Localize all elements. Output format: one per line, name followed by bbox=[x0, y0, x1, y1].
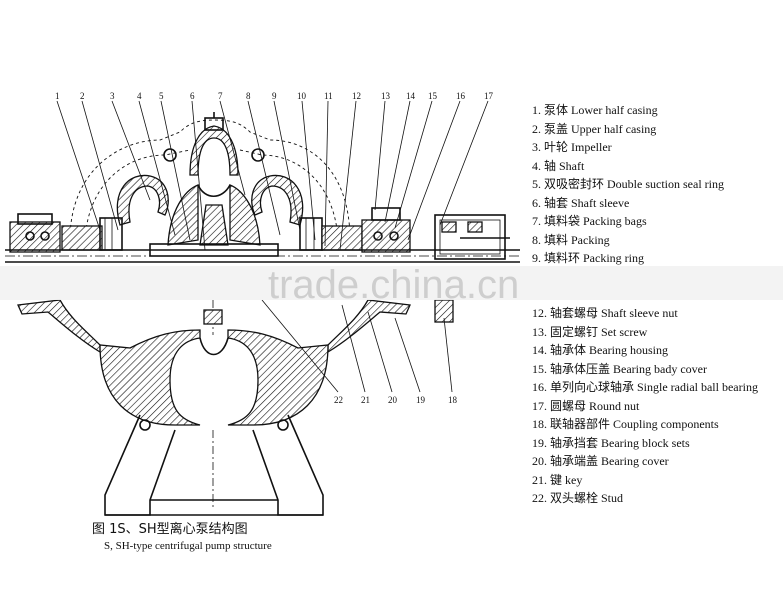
part-number: 8 bbox=[246, 91, 251, 101]
legend-item: 1. 泵体 Lower half casing bbox=[532, 103, 658, 117]
part-number: 10 bbox=[297, 91, 307, 101]
part-number: 17 bbox=[484, 91, 494, 101]
part-number: 5 bbox=[159, 91, 164, 101]
legend-item: 3. 叶轮 Impeller bbox=[532, 140, 612, 154]
legend-item: 18. 联轴器部件 Coupling components bbox=[532, 416, 719, 431]
parts-legend: 1. 泵体 Lower half casing 2. 泵盖 Upper half… bbox=[532, 103, 758, 505]
legend-item: 15. 轴承体压盖 Bearing bady cover bbox=[532, 361, 707, 376]
part-number: 3 bbox=[110, 91, 115, 101]
part-number: 13 bbox=[381, 91, 391, 101]
legend-item: 14. 轴承体 Bearing housing bbox=[532, 342, 668, 357]
legend-item: 20. 轴承端盖 Bearing cover bbox=[532, 453, 669, 468]
part-number: 6 bbox=[190, 91, 195, 101]
figure-caption: 图 1S、SH型离心泵结构图 S, SH-type centrifugal pu… bbox=[92, 521, 272, 552]
leader-lines bbox=[56, 100, 489, 393]
part-number: 16 bbox=[456, 91, 466, 101]
legend-item: 17. 圆螺母 Round nut bbox=[532, 399, 640, 413]
legend-item: 6. 轴套 Shaft sleeve bbox=[532, 195, 629, 210]
legend-item: 12. 轴套螺母 Shaft sleeve nut bbox=[532, 305, 678, 320]
part-number: 1 bbox=[55, 91, 60, 101]
legend-item: 9. 填料环 Packing ring bbox=[532, 251, 644, 265]
part-number: 22 bbox=[334, 395, 343, 405]
watermark: trade.china.cn bbox=[0, 263, 783, 307]
part-number: 4 bbox=[137, 91, 142, 101]
legend-item: 19. 轴承挡套 Bearing block sets bbox=[532, 435, 690, 450]
legend-item: 7. 填料袋 Packing bags bbox=[532, 214, 647, 228]
part-number: 14 bbox=[406, 91, 416, 101]
right-bearing-assembly bbox=[299, 207, 411, 253]
legend-item: 13. 固定螺钉 Set screw bbox=[532, 324, 648, 339]
watermark-text: trade.china.cn bbox=[268, 263, 519, 307]
caption-chinese: 图 1S、SH型离心泵结构图 bbox=[92, 521, 248, 537]
part-number: 9 bbox=[272, 91, 277, 101]
part-number: 11 bbox=[324, 91, 333, 101]
part-number: 7 bbox=[218, 91, 223, 101]
lower-half-casing bbox=[17, 299, 411, 516]
shaft bbox=[5, 243, 520, 263]
part-number: 12 bbox=[352, 91, 361, 101]
legend-item: 21. 键 key bbox=[532, 473, 582, 487]
caption-english: S, SH-type centrifugal pump structure bbox=[104, 540, 272, 552]
legend-item: 2. 泵盖 Upper half casing bbox=[532, 122, 656, 136]
legend-item: 16. 单列向心球轴承 Single radial ball bearing bbox=[532, 379, 758, 394]
part-number: 18 bbox=[448, 395, 458, 405]
legend-item: 8. 填料 Packing bbox=[532, 233, 610, 247]
part-number: 21 bbox=[361, 395, 370, 405]
part-number: 19 bbox=[416, 395, 426, 405]
left-bearing-assembly bbox=[9, 213, 123, 253]
part-number-labels: 1 2 3 4 5 6 7 8 9 10 11 12 13 14 15 16 1… bbox=[55, 91, 494, 405]
legend-item: 22. 双头螺栓 Stud bbox=[532, 490, 623, 505]
legend-item: 4. 轴 Shaft bbox=[532, 158, 585, 173]
legend-item: 5. 双吸密封环 Double suction seal ring bbox=[532, 176, 724, 191]
part-number: 2 bbox=[80, 91, 85, 101]
part-number: 20 bbox=[388, 395, 398, 405]
part-number: 15 bbox=[428, 91, 438, 101]
upper-half-casing bbox=[69, 112, 351, 246]
